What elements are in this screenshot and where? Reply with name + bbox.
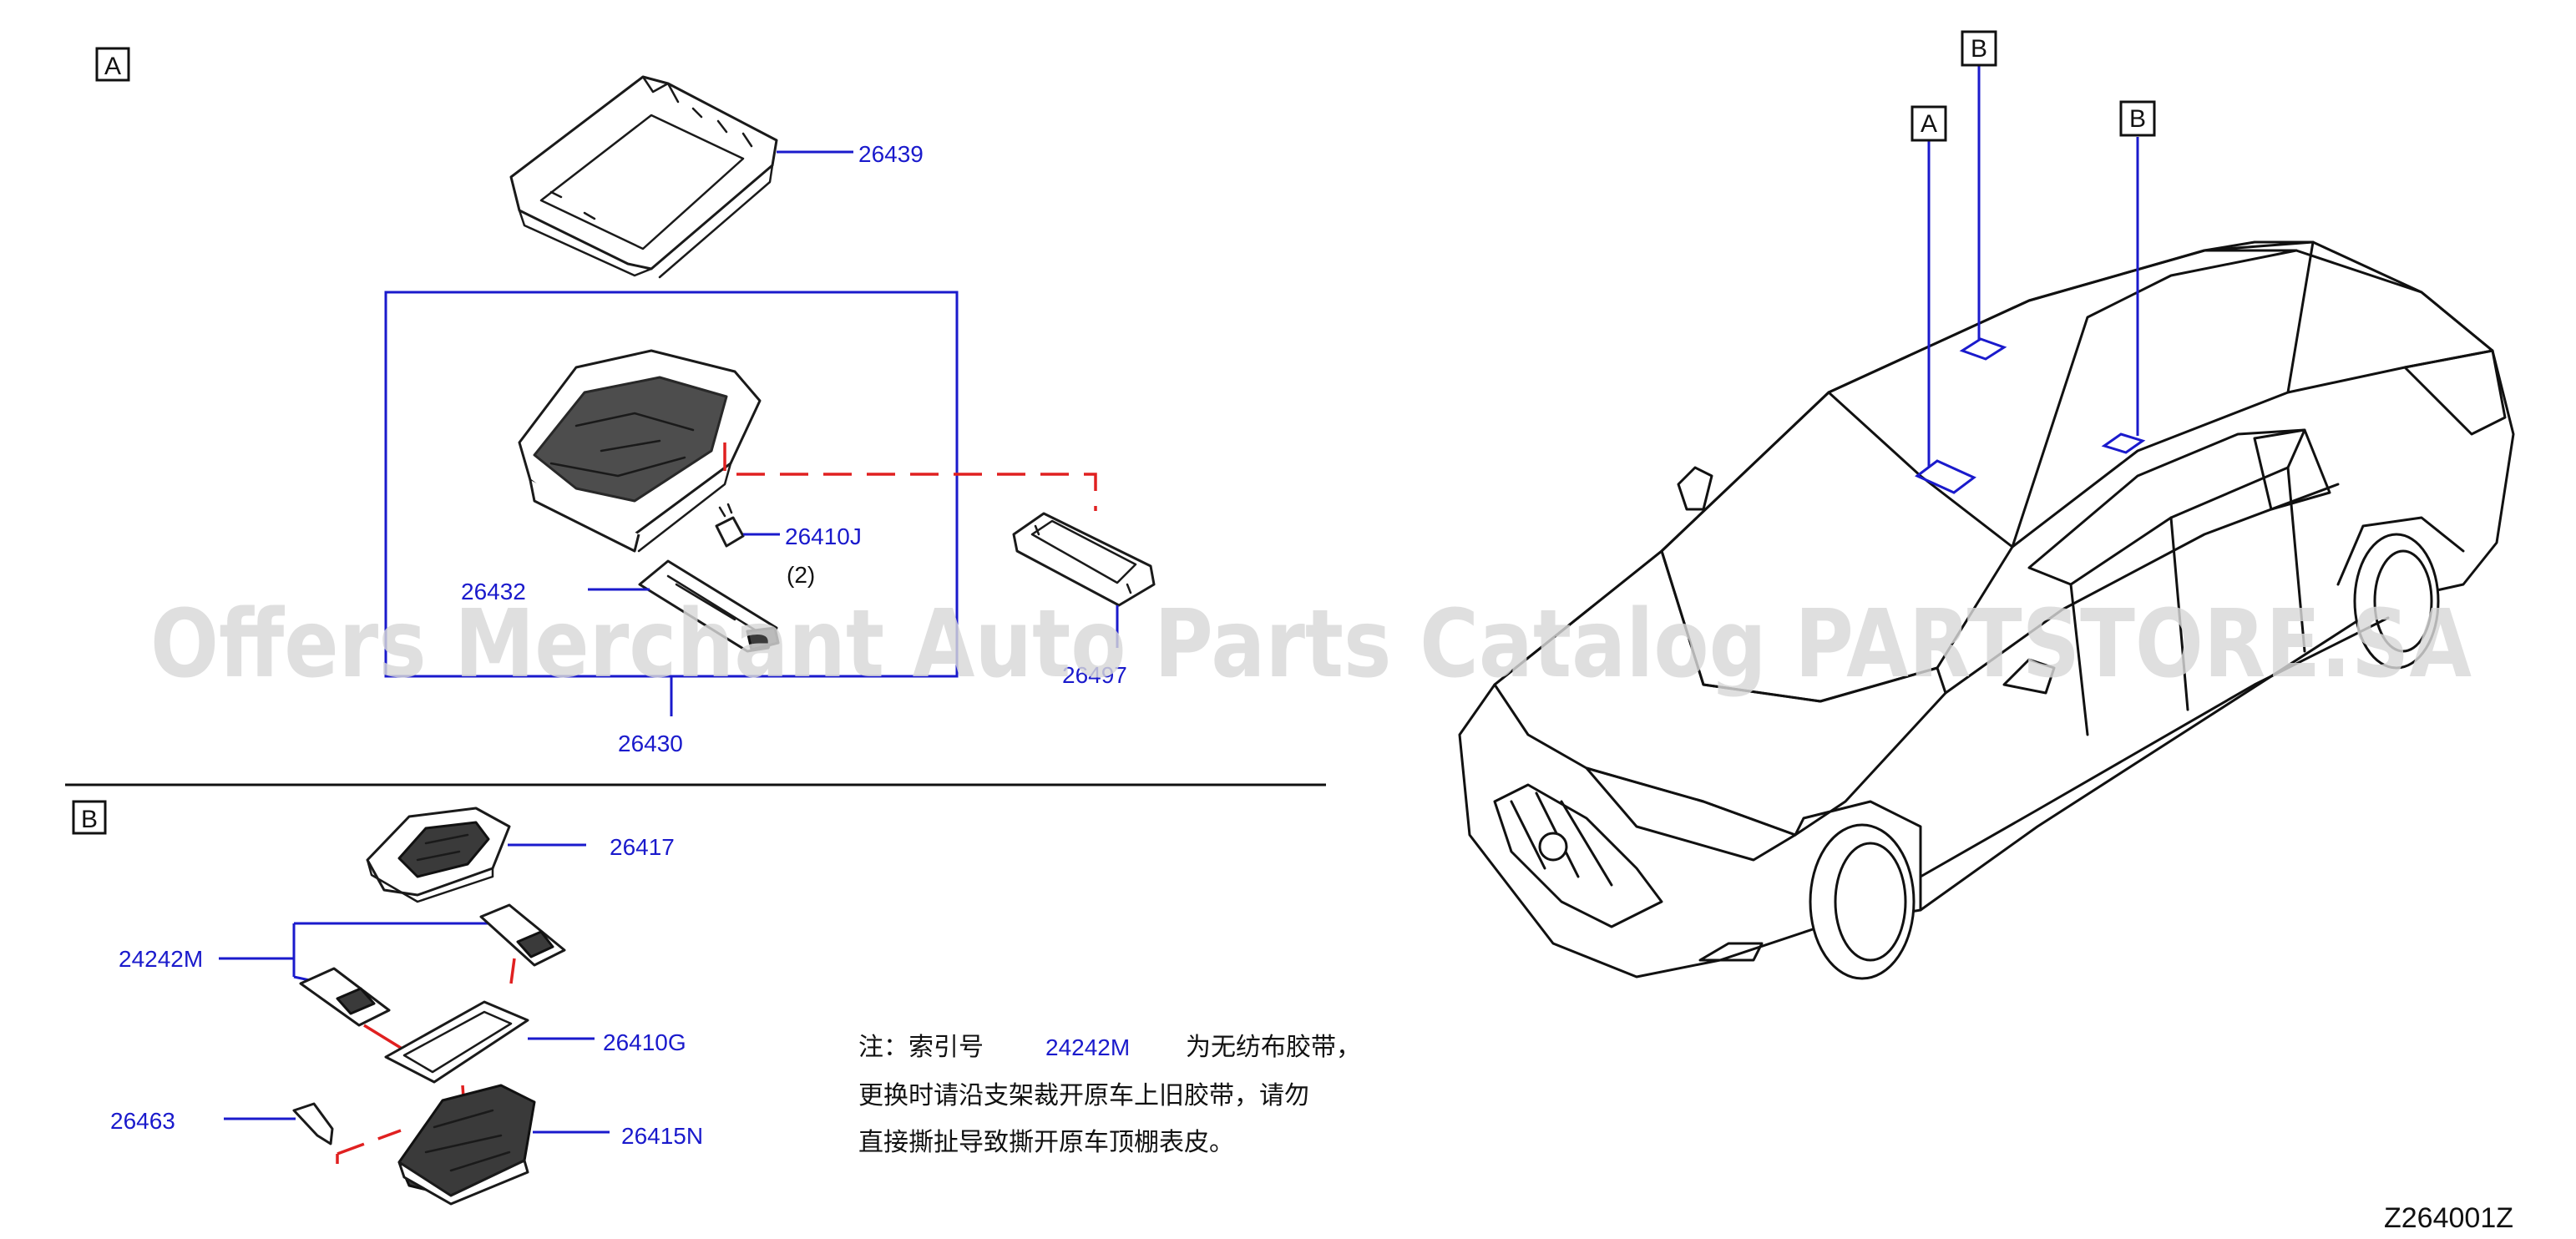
note-line-3: 直接撕扯导致撕开原车顶棚表皮。 — [858, 1128, 1234, 1157]
vehicle-marker-a-box — [1910, 105, 1947, 142]
link-housing-26497 — [723, 442, 1097, 511]
callout-26430[interactable]: 26430 — [618, 731, 683, 756]
part-26463-clip[interactable] — [292, 1102, 334, 1145]
callout-26410J-qty: (2) — [787, 562, 815, 588]
vehicle-marker-b1-box — [1961, 30, 1997, 67]
callout-26463[interactable]: 26463 — [110, 1108, 175, 1134]
part-24242M-tape-lower[interactable] — [299, 967, 391, 1027]
locator-a — [1915, 459, 1976, 494]
callout-26417[interactable]: 26417 — [610, 834, 675, 860]
section-a-marker-box — [95, 47, 130, 82]
section-b-marker: B — [81, 806, 98, 833]
locator-b-front — [1959, 337, 2007, 361]
part-26410G-lens[interactable] — [384, 1000, 529, 1084]
part-26415N-housing[interactable] — [397, 1084, 536, 1206]
locator-b-rear — [2101, 432, 2146, 454]
vehicle-sedan: A B B — [1458, 30, 2515, 980]
callout-26410J[interactable]: 26410J — [785, 523, 862, 549]
note-part-24242M[interactable]: 24242M — [1045, 1034, 1130, 1060]
tape-note: 注：索引号 24242M 为无纺布胶带， 更换时请沿支架裁开原车上旧胶带，请勿 … — [858, 1033, 1361, 1157]
locator-leaders — [1927, 65, 2139, 468]
note-prefix: 注：索引号 — [858, 1033, 984, 1062]
part-26432-lens[interactable] — [638, 559, 780, 653]
vehicle-marker-b2: B — [2129, 105, 2146, 133]
vehicle-marker-b2-box — [2119, 100, 2156, 137]
link-clip-housing — [336, 1129, 402, 1164]
vehicle-marker-b1: B — [1971, 35, 1987, 63]
section-b: B 26417 24242M 26410G — [72, 800, 1361, 1206]
callout-26415N[interactable]: 26415N — [621, 1123, 703, 1149]
note-suffix: 为无纺布胶带， — [1186, 1033, 1361, 1062]
note-line-2: 更换时请沿支架裁开原车上旧胶带，请勿 — [858, 1081, 1309, 1110]
callout-26439[interactable]: 26439 — [858, 141, 924, 167]
callout-24242M[interactable]: 24242M — [119, 946, 203, 972]
callout-26410G[interactable]: 26410G — [603, 1029, 686, 1055]
callout-26497[interactable]: 26497 — [1062, 662, 1127, 688]
callout-26432[interactable]: 26432 — [461, 579, 526, 604]
part-26439-bracket[interactable] — [509, 75, 778, 279]
vehicle-marker-a: A — [1921, 110, 1937, 138]
part-26430-housing[interactable] — [518, 349, 762, 553]
section-b-marker-box — [72, 800, 107, 835]
part-26410J-bulb[interactable] — [715, 503, 745, 548]
part-24242M-tape-upper[interactable] — [479, 903, 566, 967]
diagram-code: Z264001Z — [2384, 1202, 2513, 1234]
section-a: A 26439 26430 2641 — [95, 47, 1156, 756]
part-26497-lens[interactable] — [1012, 512, 1156, 607]
leader-24242M — [219, 922, 498, 984]
watermark: Offers Merchant Auto Parts Catalog PARTS… — [150, 590, 2472, 699]
part-26417-lamp[interactable] — [366, 807, 511, 903]
section-a-marker: A — [104, 53, 121, 80]
